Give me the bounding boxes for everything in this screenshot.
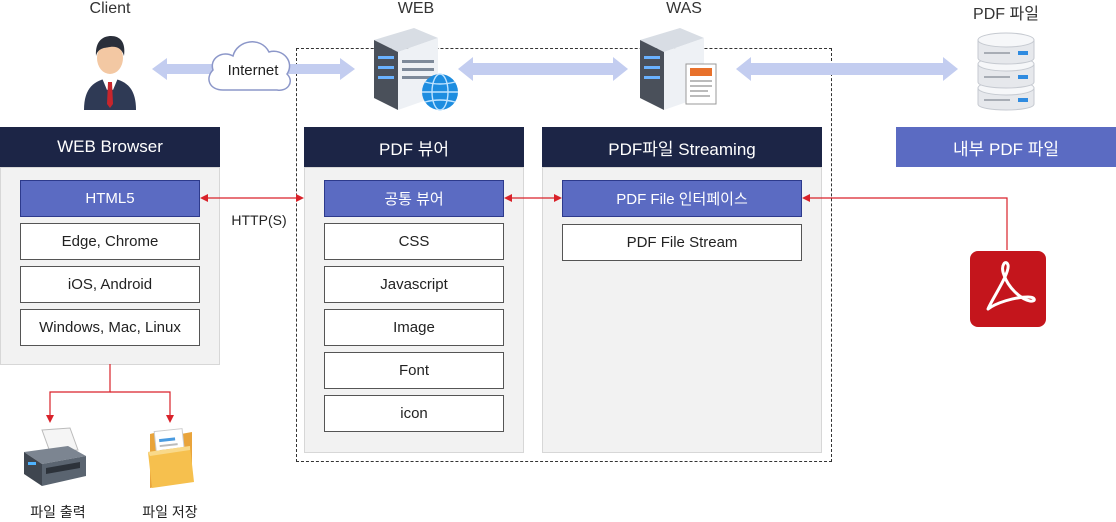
arrowhead-save: [166, 415, 174, 423]
printer-icon: [24, 427, 86, 486]
viewer-header: PDF 뷰어: [304, 127, 524, 167]
javascript-box: Javascript: [324, 266, 504, 303]
browser-header: WEB Browser: [0, 127, 220, 167]
was-label: WAS: [666, 0, 702, 17]
arrowhead-interface-left: [554, 194, 562, 202]
font-box: Font: [324, 352, 504, 389]
arrowhead-viewer-right: [504, 194, 512, 202]
server-boundary: [296, 48, 832, 462]
file-interface-box: PDF File 인터페이스: [562, 180, 802, 217]
web-server-icon: [374, 28, 458, 111]
file-stream-box: PDF File Stream: [562, 224, 802, 261]
common-viewer-box: 공통 뷰어: [324, 180, 504, 217]
http-label: HTTP(S): [231, 212, 287, 228]
top-connectors: [152, 57, 958, 81]
web-label: WEB: [397, 0, 435, 17]
client-label: Client: [89, 0, 131, 17]
print-label: 파일 출력: [30, 504, 86, 520]
edge-chrome-box: Edge, Chrome: [20, 223, 200, 260]
internal-pdf-header: 내부 PDF 파일: [896, 127, 1116, 167]
folder-icon: [148, 428, 194, 488]
arrowhead-html5: [200, 194, 208, 202]
html5-box: HTML5: [20, 180, 200, 217]
css-box: CSS: [324, 223, 504, 260]
pdf-file-label: PDF 파일: [973, 6, 1039, 23]
user-icon: [84, 36, 136, 110]
was-server-icon: [640, 28, 717, 110]
database-icon: [977, 32, 1035, 111]
ios-android-box: iOS, Android: [20, 266, 200, 303]
arrow-web-was: [458, 57, 628, 81]
arrow-to-web: [288, 58, 355, 80]
acrobat-pdf-icon: [970, 251, 1046, 327]
arrow-was-pdf: [736, 57, 958, 81]
icon-box: icon: [324, 395, 504, 432]
arrowhead-print: [46, 415, 54, 423]
arrowhead-interface-right: [802, 194, 810, 202]
arrow-client-left: [152, 58, 218, 80]
streaming-header: PDF파일 Streaming: [542, 127, 822, 167]
arrowhead-viewer-left: [296, 194, 304, 202]
internet-label: Internet: [227, 62, 279, 79]
cloud-icon: [208, 41, 291, 91]
save-label: 파일 저장: [142, 504, 198, 520]
os-box: Windows, Mac, Linux: [20, 309, 200, 346]
image-box: Image: [324, 309, 504, 346]
